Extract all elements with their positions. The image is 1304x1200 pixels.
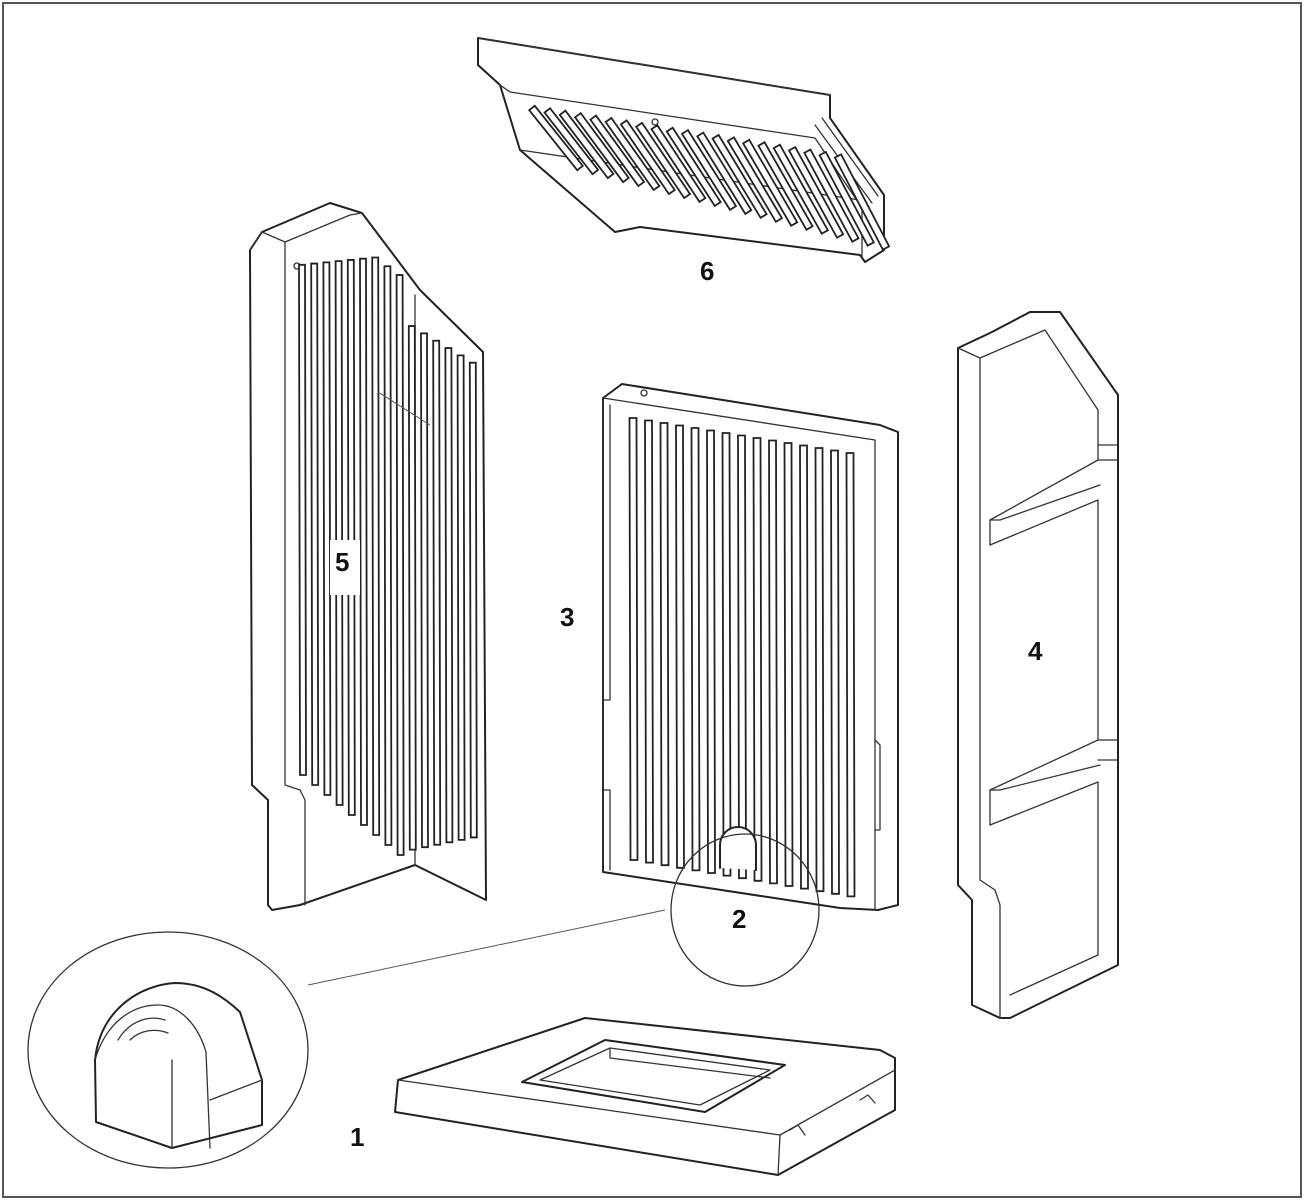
side-panel-rib xyxy=(395,274,405,856)
back-panel-rib xyxy=(830,449,840,895)
top-plate-rib xyxy=(803,148,860,243)
side-panel-rib xyxy=(334,260,344,806)
callout-2: 2 xyxy=(732,904,746,934)
side-panel-rib xyxy=(468,361,478,839)
side-panel-rib xyxy=(371,256,381,836)
top-plate-rib xyxy=(665,126,722,208)
callout-4: 4 xyxy=(1028,636,1043,666)
side-panel-rib xyxy=(359,257,368,826)
callout-5-bg xyxy=(330,540,360,595)
top-plate-rib xyxy=(787,145,845,239)
back-panel-rib xyxy=(752,437,763,882)
top-plate-rib xyxy=(711,133,768,220)
top-plate-rib xyxy=(757,141,814,231)
top-plate-rib xyxy=(772,143,830,235)
back-panel-rib xyxy=(690,427,701,872)
back-panel-rib xyxy=(706,429,716,874)
callout-1: 1 xyxy=(350,1122,364,1152)
top-plate-rib xyxy=(741,138,799,227)
top-plate-rib xyxy=(604,116,661,192)
detail-leader-line xyxy=(307,909,666,986)
side-panel-rib xyxy=(432,339,442,846)
side-panel-rib xyxy=(420,332,429,849)
side-panel-rib xyxy=(298,263,307,776)
top-plate-rib xyxy=(650,124,707,204)
callout-5: 5 xyxy=(335,547,349,577)
part-3-back-panel xyxy=(602,383,899,987)
part-4-right-frame xyxy=(957,311,1119,1019)
back-panel-rib xyxy=(814,447,825,893)
top-plate-rib xyxy=(634,121,692,200)
top-plate-rib xyxy=(619,119,676,196)
top-plate-rib xyxy=(726,136,784,224)
top-plate-rib xyxy=(573,111,630,184)
callout-6: 6 xyxy=(700,256,714,286)
top-plate-rib xyxy=(696,131,753,216)
side-panel-rib xyxy=(444,347,454,844)
top-plate-rib xyxy=(528,104,584,172)
callout-3: 3 xyxy=(560,602,574,632)
side-panel-rib xyxy=(322,261,332,796)
back-panel-rib xyxy=(768,439,778,885)
top-plate-rib xyxy=(680,128,738,212)
side-panel-rib xyxy=(456,354,466,841)
top-plate-rib xyxy=(558,109,615,180)
side-panel-rib xyxy=(383,265,393,846)
part-1-base xyxy=(394,1017,896,1176)
back-panel-rib xyxy=(799,444,809,890)
back-panel-rib xyxy=(659,422,670,867)
back-panel-rib xyxy=(783,442,794,887)
detail-view-part-2 xyxy=(27,931,309,1169)
side-panel-rib xyxy=(407,325,417,851)
back-panel-rib xyxy=(721,432,732,877)
back-panel-rib xyxy=(845,452,856,898)
side-panel-rib xyxy=(346,259,356,816)
top-plate-rib xyxy=(589,114,646,188)
back-panel-rib xyxy=(675,424,685,869)
part-5-left-panel xyxy=(249,202,487,911)
back-panel-rib xyxy=(644,419,654,864)
side-panel-rib xyxy=(310,262,320,786)
top-plate-rib xyxy=(543,106,600,176)
back-panel-rib xyxy=(737,434,747,880)
top-plate-rib xyxy=(818,150,876,247)
part-6-top-plate xyxy=(477,37,891,263)
back-panel-rib xyxy=(628,417,639,861)
top-plate-rib xyxy=(833,153,891,251)
